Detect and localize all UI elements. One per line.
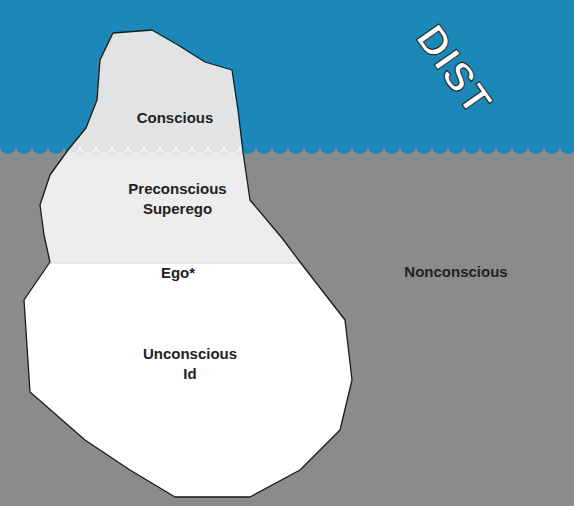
wave-scallop xyxy=(432,138,448,154)
wave-scallop xyxy=(496,146,512,154)
region-text: Unconscious xyxy=(143,344,237,364)
region-label: Nonconscious xyxy=(404,262,507,282)
wave-scallop xyxy=(176,146,192,154)
wave-scallop xyxy=(32,138,48,154)
wave-scallop xyxy=(400,146,416,154)
wave-scallop xyxy=(352,146,368,154)
wave-scallop xyxy=(560,146,574,154)
iceberg-outline xyxy=(24,30,352,497)
wave-scallop xyxy=(272,138,288,154)
wave-scallop xyxy=(256,138,272,154)
wave-scallop xyxy=(112,146,128,154)
wave-scallop xyxy=(16,146,32,154)
wave-scallop xyxy=(320,138,336,154)
wave-scallop xyxy=(480,146,496,154)
wave-scallop xyxy=(288,146,304,154)
level-label: Ego* xyxy=(161,263,195,283)
wave-scallop xyxy=(208,146,224,154)
wave-scallop xyxy=(384,138,400,154)
wave-scallop xyxy=(304,138,320,154)
wave-scallop xyxy=(272,146,288,154)
wave-scallop xyxy=(560,138,574,154)
wave-scallop xyxy=(320,146,336,154)
region-band: UnconsciousId xyxy=(100,338,280,390)
wave-scallop xyxy=(464,138,480,154)
wave-scallop xyxy=(384,146,400,154)
wave-scallop xyxy=(400,138,416,154)
wave-scallop xyxy=(192,146,208,154)
wave-scallop xyxy=(432,146,448,154)
wave-scallop xyxy=(368,146,384,154)
wave-scallop xyxy=(144,146,160,154)
wave-scallop xyxy=(416,138,432,154)
wave-scallop xyxy=(48,146,64,154)
wave-scallop xyxy=(448,138,464,154)
wave-scallop xyxy=(544,146,560,154)
region-text: Preconscious xyxy=(128,179,226,199)
wave-scallop xyxy=(0,146,16,154)
wave-scallop xyxy=(32,146,48,154)
wave-scallop xyxy=(448,146,464,154)
wave-scallop xyxy=(336,146,352,154)
wave-scallop xyxy=(256,146,272,154)
wave-scallop xyxy=(288,138,304,154)
wave-scallop xyxy=(0,138,16,154)
wave-scallop xyxy=(496,138,512,154)
water-surface xyxy=(0,0,574,146)
region-band: Conscious xyxy=(110,100,240,136)
wave-scallop xyxy=(160,146,176,154)
wave-scallop xyxy=(512,146,528,154)
wave-scallop xyxy=(544,138,560,154)
region-text: Id xyxy=(183,364,196,384)
wave-scallop xyxy=(224,146,240,154)
wave-scallop xyxy=(368,138,384,154)
wave-scallop xyxy=(128,146,144,154)
wave-scallop xyxy=(416,146,432,154)
wave-scallop xyxy=(80,146,96,154)
wave-scallop xyxy=(528,138,544,154)
wave-scallop xyxy=(304,146,320,154)
wave-scallop xyxy=(528,146,544,154)
wave-scallop xyxy=(336,138,352,154)
wave-scallop xyxy=(464,146,480,154)
wave-scallop xyxy=(48,138,64,154)
region-band: PreconsciousSuperego xyxy=(95,176,260,222)
wave-scallop xyxy=(16,138,32,154)
wave-scallop xyxy=(96,146,112,154)
region-text: Conscious xyxy=(137,108,214,128)
wave-scallop xyxy=(352,138,368,154)
wave-scallop xyxy=(512,138,528,154)
region-text: Superego xyxy=(143,199,212,219)
wave-scallop xyxy=(480,138,496,154)
